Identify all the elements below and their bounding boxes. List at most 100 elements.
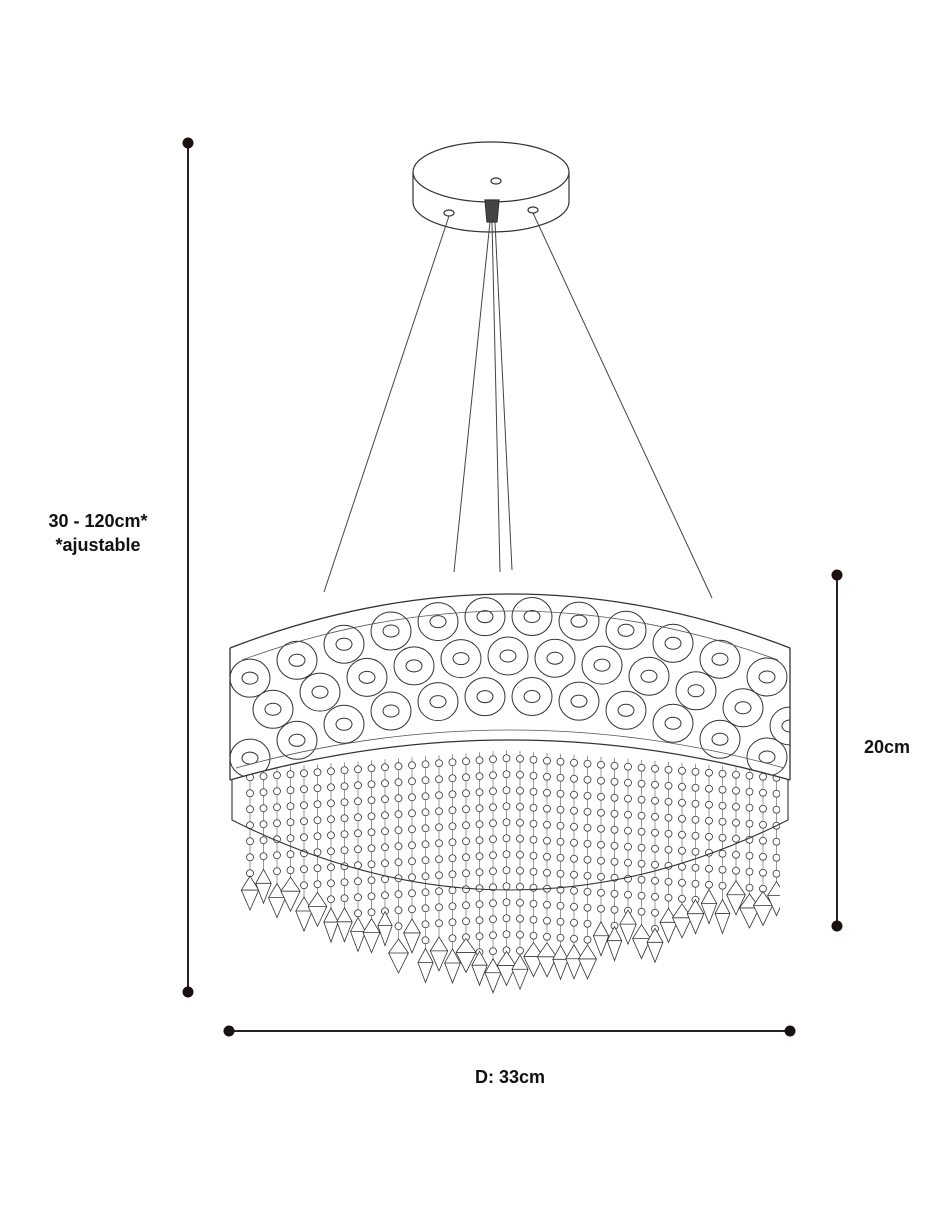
lattice-ring: [652, 703, 694, 743]
crystal-bead: [502, 850, 511, 859]
lattice-eye: [288, 653, 306, 667]
crystal-bead: [678, 846, 686, 855]
crystal-bead: [624, 826, 632, 835]
crystal-pendant: [471, 950, 488, 987]
crystal-pendant: [403, 918, 421, 954]
crystal-bead: [475, 772, 484, 781]
adjustable-note: *ajustable: [55, 535, 141, 555]
crystal-bead: [583, 855, 592, 864]
crystal-bead: [502, 818, 511, 827]
crystal-bead: [462, 757, 470, 766]
lattice-ring: [417, 602, 459, 642]
crystal-bead: [462, 853, 470, 862]
crystal-bead: [597, 808, 605, 817]
crystal-bead: [273, 819, 281, 828]
lattice-eye: [335, 717, 353, 731]
crystal-bead: [570, 854, 578, 863]
crystal-bead: [354, 829, 362, 838]
crystal-bead: [529, 851, 538, 860]
crystal-bead: [732, 818, 740, 827]
lattice-eye: [664, 636, 682, 650]
lattice-eye: [734, 701, 752, 715]
crystal-bead: [327, 767, 335, 776]
crystal-bead: [624, 858, 632, 867]
crystal-bead: [448, 902, 457, 911]
crystal-bead: [475, 836, 484, 845]
crystal-pendant: [255, 868, 272, 905]
crystal-bead: [543, 932, 551, 941]
lattice-eye: [405, 659, 423, 673]
crystal-bead: [448, 918, 457, 927]
crystal-bead: [664, 781, 673, 790]
crystal-bead: [745, 867, 754, 876]
crystal-bead: [691, 783, 700, 792]
crystal-bead: [502, 882, 511, 891]
crystal-bead: [610, 761, 619, 770]
crystal-bead: [772, 869, 780, 878]
crystal-pendant: [350, 916, 366, 953]
crystal-bead: [529, 867, 538, 876]
crystal-bead: [570, 806, 578, 815]
crystal-bead: [475, 932, 484, 941]
crystal-pendant: [388, 938, 409, 974]
crystal-bead: [421, 776, 430, 785]
crystal-bead: [543, 788, 551, 797]
crystal-bead: [745, 883, 754, 892]
crystal-bead: [624, 842, 632, 851]
crystal-bead: [745, 771, 754, 780]
crystal-pendant: [377, 910, 393, 947]
crystal-bead: [448, 774, 457, 783]
crystal-bead: [502, 834, 511, 843]
crystal-bead: [408, 825, 416, 834]
crystal-bead: [516, 802, 524, 811]
lattice-eye: [570, 614, 588, 628]
crystal-bead: [286, 866, 295, 875]
crystal-bead: [367, 812, 376, 821]
crystal-bead: [286, 770, 295, 779]
crystal-bead: [300, 817, 308, 826]
crystal-bead: [259, 852, 268, 861]
lattice-ring: [464, 677, 506, 717]
crystal-bead: [354, 781, 362, 790]
crystal-bead: [624, 810, 632, 819]
crystal-bead: [745, 819, 754, 828]
crystal-bead: [381, 859, 389, 868]
crystal-bead: [718, 769, 727, 778]
crystal-bead: [462, 869, 470, 878]
crystal-bead: [475, 900, 484, 909]
crystal-bead: [637, 907, 646, 916]
crystal-bead: [732, 866, 740, 875]
crystal-bead: [651, 860, 659, 869]
lattice-ring: [628, 656, 670, 696]
crystal-bead: [313, 816, 322, 825]
lattice-ring: [769, 706, 790, 746]
crystal-bead: [570, 886, 578, 895]
crystal-bead: [327, 863, 335, 872]
crystal-bead: [705, 880, 713, 889]
crystal-bead: [583, 807, 592, 816]
crystal-bead: [448, 806, 457, 815]
crystal-bead: [637, 763, 646, 772]
crystal-bead: [367, 860, 376, 869]
crystal-pendant: [496, 950, 517, 987]
crystal-bead: [772, 789, 780, 798]
crystal-bead: [718, 865, 727, 874]
lattice-ring: [699, 639, 741, 679]
crystal-bead: [259, 788, 268, 797]
crystal-pendant: [323, 907, 339, 944]
lattice-ring: [252, 689, 294, 729]
lattice-ring: [581, 645, 623, 685]
crystal-bead: [462, 885, 470, 894]
crystal-bead: [475, 868, 484, 877]
crystal-bead: [448, 822, 457, 831]
crystal-bead: [570, 822, 578, 831]
crystal-bead: [286, 850, 295, 859]
crystal-pendant: [336, 906, 353, 943]
shade-height-label: 20cm: [863, 737, 911, 757]
crystal-bead: [583, 935, 592, 944]
lattice-eye: [311, 685, 329, 699]
crystal-pendant: [444, 948, 461, 985]
crystal-pendant: [646, 927, 664, 964]
lattice-eye: [758, 670, 776, 684]
crystal-bead: [610, 841, 619, 850]
